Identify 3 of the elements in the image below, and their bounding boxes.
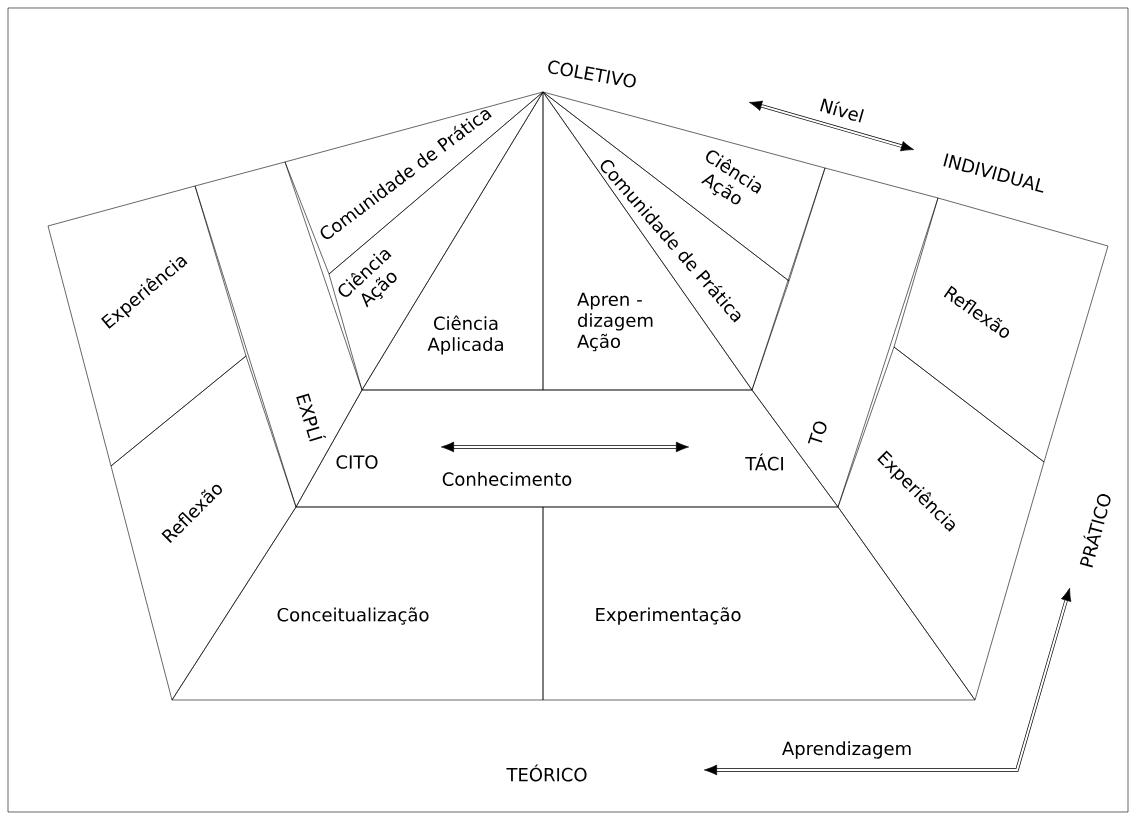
axis-label: Aprendizagem: [782, 741, 911, 759]
axis-label: TEÓRICO: [506, 764, 587, 782]
axis-label: COLETIVO: [548, 60, 636, 88]
